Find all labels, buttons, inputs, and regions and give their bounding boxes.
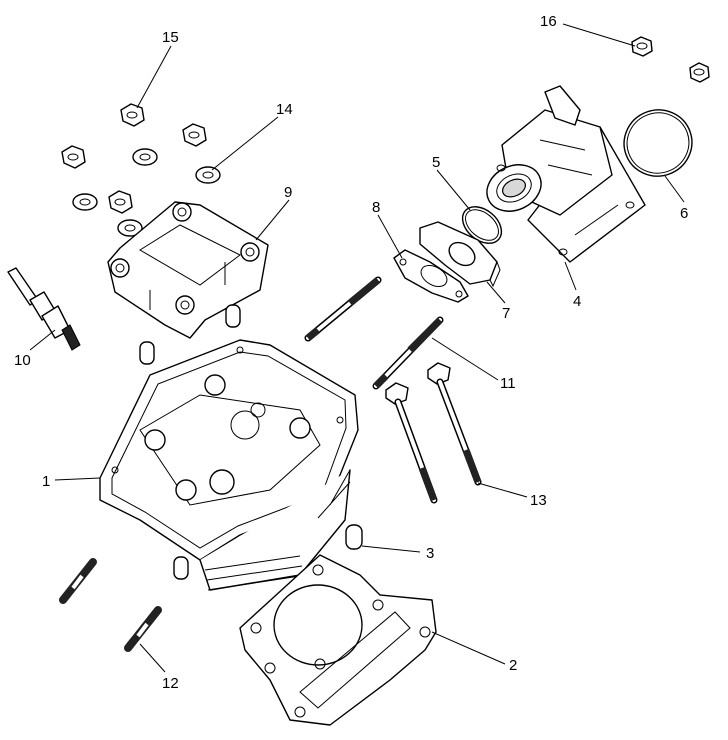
part-11-stud-b bbox=[372, 316, 444, 390]
part-12-stud-b bbox=[124, 606, 162, 652]
part-12-stud-a bbox=[59, 558, 97, 604]
callout-3: 3 bbox=[426, 545, 434, 562]
callout-9: 9 bbox=[284, 184, 292, 201]
part-5-small-o-ring bbox=[461, 206, 503, 244]
callout-8: 8 bbox=[372, 199, 380, 216]
callout-11: 11 bbox=[500, 375, 516, 392]
part-13-bolt-b bbox=[427, 362, 482, 486]
callout-2: 2 bbox=[509, 657, 517, 674]
part-4-intake-manifold bbox=[486, 85, 646, 263]
part-14-washers bbox=[72, 148, 221, 237]
part-15-nut-mid bbox=[108, 190, 133, 214]
callout-15: 15 bbox=[162, 29, 179, 46]
part-8-intake-gasket bbox=[393, 249, 469, 303]
part-1-cylinder-head bbox=[99, 339, 359, 591]
part-2-head-gasket bbox=[239, 554, 437, 726]
callout-5: 5 bbox=[432, 154, 440, 171]
part-3-dowel-pins bbox=[139, 304, 363, 580]
leader-lines bbox=[29, 23, 685, 673]
part-9-rocker-holder bbox=[107, 201, 269, 339]
callout-7: 7 bbox=[502, 305, 510, 322]
part-15-nut-left bbox=[61, 145, 86, 169]
part-15-nut-right bbox=[182, 123, 207, 147]
part-6-o-ring bbox=[623, 109, 693, 177]
part-11-stud-a bbox=[304, 276, 382, 342]
callout-16: 16 bbox=[540, 13, 557, 30]
callout-12: 12 bbox=[162, 675, 179, 692]
part-15-nut-top bbox=[120, 103, 145, 127]
part-16-nut-a bbox=[631, 36, 653, 57]
callout-14: 14 bbox=[276, 101, 293, 118]
callout-labels: 15 14 9 8 5 16 6 4 7 11 13 10 1 3 2 12 bbox=[14, 13, 688, 692]
callout-6: 6 bbox=[680, 205, 688, 222]
callout-4: 4 bbox=[573, 293, 581, 310]
part-7-insulator bbox=[419, 221, 501, 288]
callout-1: 1 bbox=[42, 473, 50, 490]
callout-10: 10 bbox=[14, 352, 31, 369]
part-13-bolt-a bbox=[385, 382, 438, 504]
part-10-spark-plug bbox=[7, 267, 81, 351]
part-16-nut-b bbox=[689, 62, 710, 83]
callout-13: 13 bbox=[530, 492, 547, 509]
